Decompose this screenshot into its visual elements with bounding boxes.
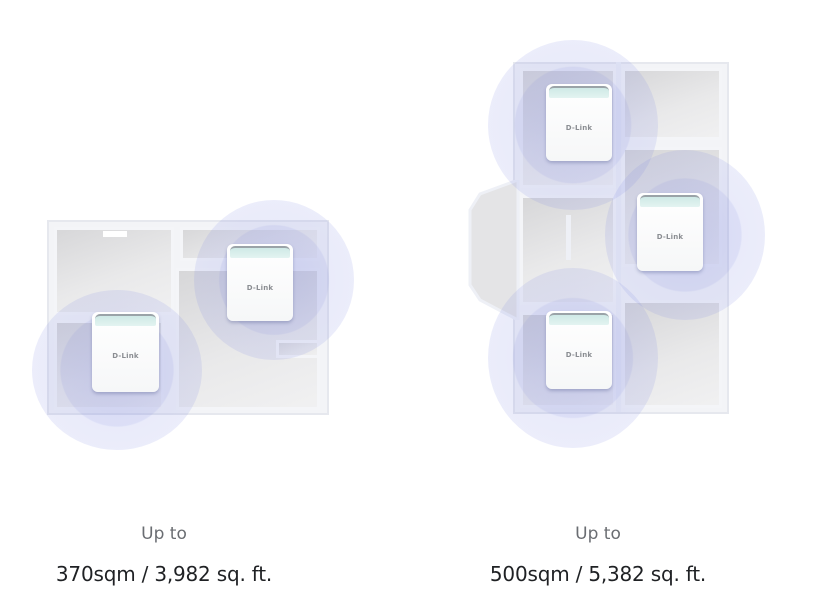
mesh-router-node: D-Link <box>92 312 159 392</box>
room <box>276 340 320 358</box>
node-top-vent <box>549 86 609 98</box>
room <box>622 68 722 140</box>
mesh-router-node: D-Link <box>227 244 293 321</box>
brand-logo: D-Link <box>656 233 684 241</box>
node-top-vent <box>230 246 290 258</box>
node-top-vent <box>95 314 156 326</box>
room <box>622 300 722 408</box>
floor-plan-illustration: D-Link D-Link <box>0 0 400 470</box>
room <box>54 227 174 315</box>
node-top-vent <box>640 195 700 207</box>
coverage-value: 370sqm / 3,982 sq. ft. <box>55 562 273 586</box>
node-top-vent <box>549 313 609 325</box>
mesh-router-node: D-Link <box>546 84 612 161</box>
brand-logo: D-Link <box>565 351 593 359</box>
brand-logo: D-Link <box>112 352 139 360</box>
mesh-router-node: D-Link <box>546 311 612 389</box>
interior-wall <box>566 215 571 260</box>
floor-plan-wing <box>468 180 520 320</box>
product-panel-two-pack: D-Link D-Link Up to 370sqm / 3,982 sq. f… <box>0 0 400 615</box>
product-panel-three-pack: D-Link D-Link D-Link Up to 500sqm / 5,38… <box>400 0 828 615</box>
floor-plan-illustration: D-Link D-Link D-Link <box>400 0 828 470</box>
coverage-prefix: Up to <box>575 524 621 544</box>
brand-logo: D-Link <box>565 124 593 132</box>
mesh-router-node: D-Link <box>637 193 703 271</box>
brand-logo: D-Link <box>246 284 274 292</box>
coverage-value: 500sqm / 5,382 sq. ft. <box>489 562 707 586</box>
coverage-prefix: Up to <box>141 524 187 544</box>
interior-wall <box>616 62 621 412</box>
skylight <box>103 231 127 237</box>
